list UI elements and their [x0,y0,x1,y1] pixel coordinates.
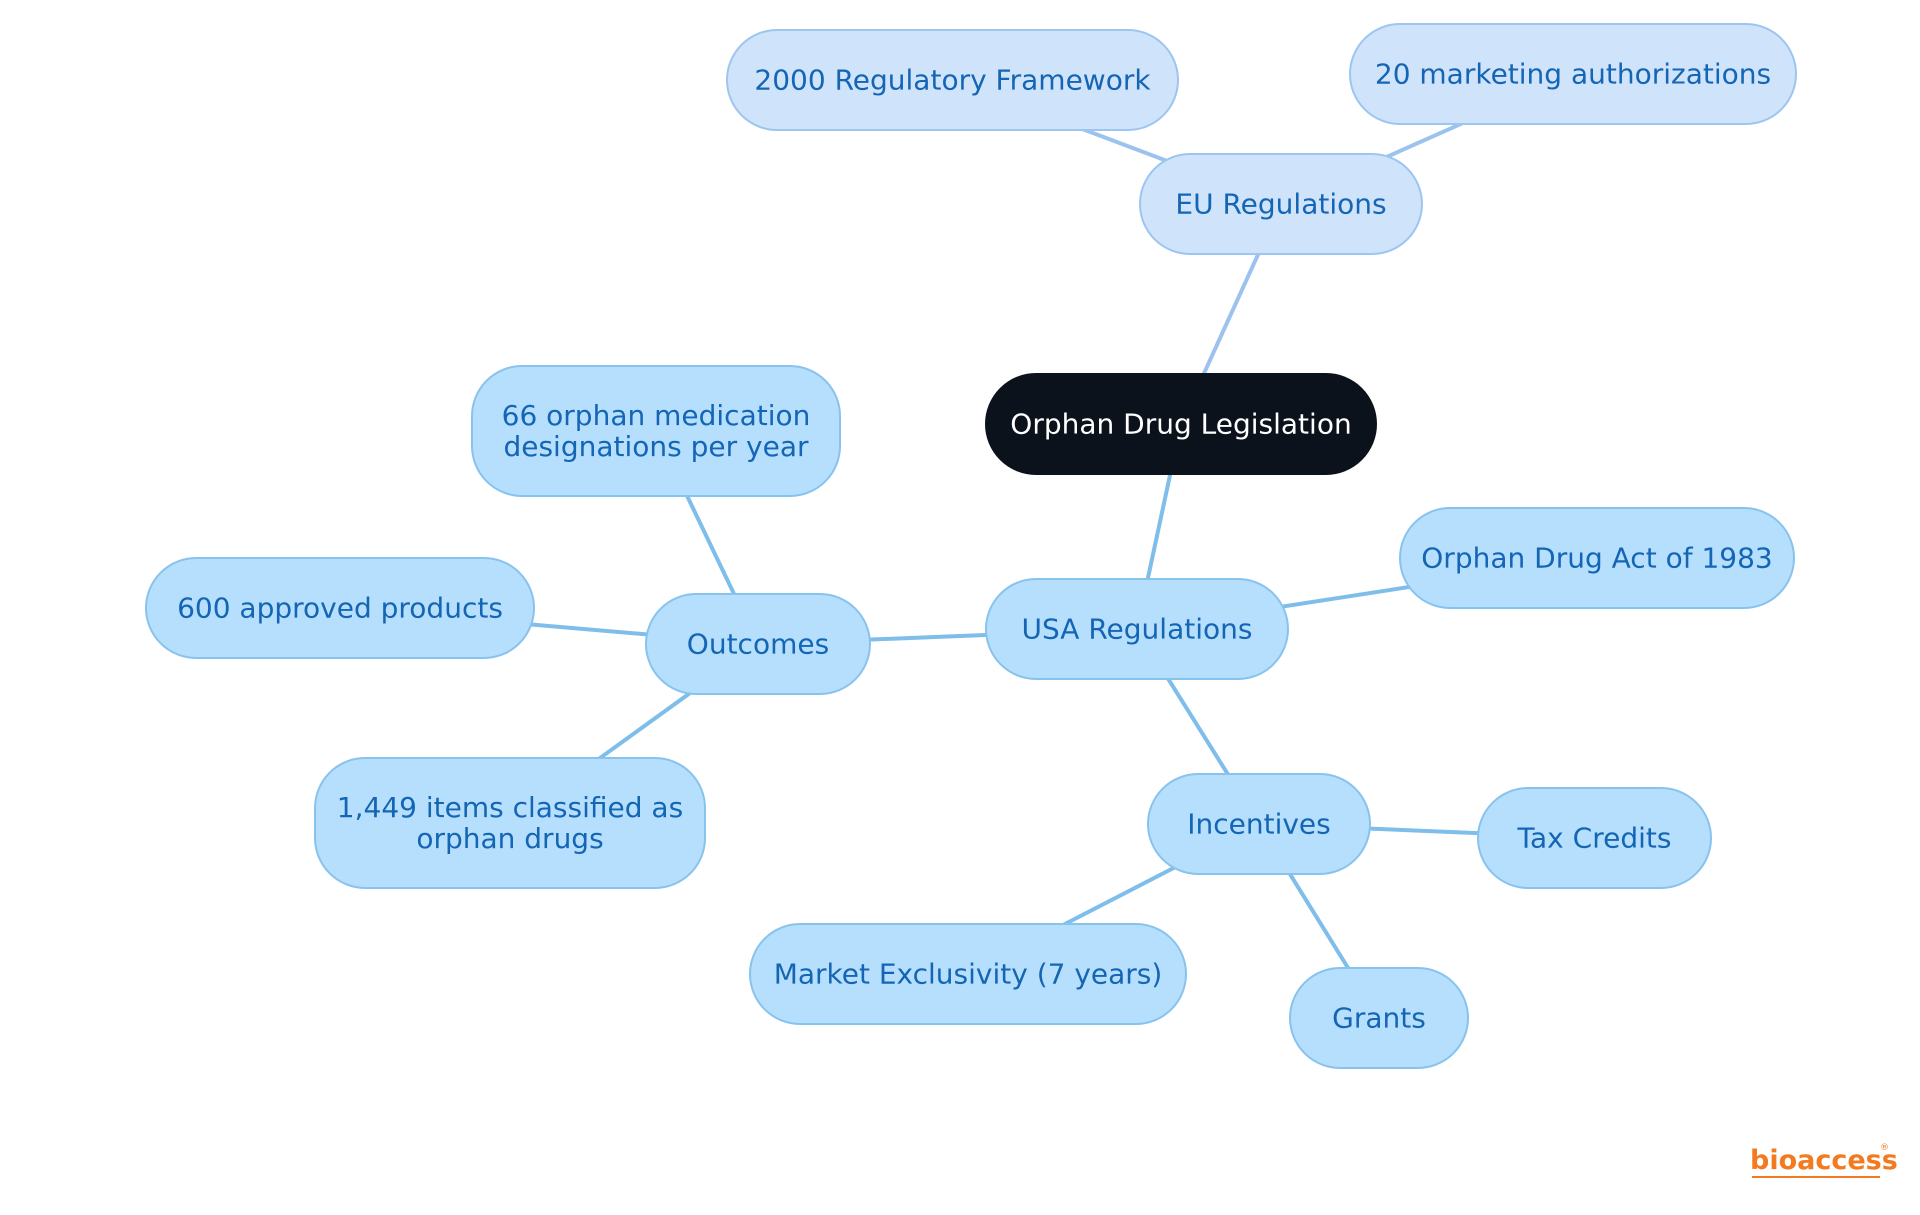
node-eu-framework: 2000 Regulatory Framework [726,29,1179,131]
node-outcomes-approved-box [145,557,535,659]
logo-registered-mark: ® [1880,1143,1889,1153]
node-eu: EU Regulations [1139,153,1423,255]
node-usa-act-box [1399,507,1795,609]
node-usa: USA Regulations [985,578,1289,680]
node-eu-framework-label: 2000 Regulatory Framework [754,64,1151,97]
node-outcomes-approved: 600 approved products [145,557,535,659]
node-eu-framework-box [726,29,1179,131]
node-outcomes-label: Outcomes [687,628,829,661]
node-usa-box [985,578,1289,680]
node-incentives-tax-label: Tax Credits [1517,822,1672,855]
node-usa-label: USA Regulations [1022,613,1253,646]
node-eu-label: EU Regulations [1175,188,1386,221]
node-incentives-grants-label: Grants [1332,1002,1426,1035]
bioaccess-logo: bioaccess ® [1750,1143,1898,1178]
node-incentives-box [1147,773,1371,875]
node-eu-authorizations-label: 20 marketing authorizations [1375,58,1771,91]
node-root: Orphan Drug Legislation [985,373,1377,475]
node-outcomes-classified-box [314,757,706,889]
node-incentives-grants-box [1289,967,1469,1069]
logo-text: bioaccess [1750,1145,1898,1176]
node-incentives-label: Incentives [1187,808,1331,841]
node-incentives-exclusivity: Market Exclusivity (7 years) [749,923,1187,1025]
node-incentives-tax-box [1477,787,1712,889]
node-incentives-tax: Tax Credits [1477,787,1712,889]
node-outcomes-classified-label-line-2: orphan drugs [416,822,603,855]
node-incentives-exclusivity-box [749,923,1187,1025]
node-root-box [985,373,1377,475]
node-eu-authorizations: 20 marketing authorizations [1349,23,1797,125]
node-outcomes-designations-box [471,365,841,497]
node-outcomes-designations-label-line-1: 66 orphan medication [502,399,811,432]
node-incentives-exclusivity-label: Market Exclusivity (7 years) [774,958,1163,991]
node-outcomes-classified-label-line-1: 1,449 items classified as [337,791,683,824]
logo-tagline [1752,1176,1880,1178]
node-incentives-grants: Grants [1289,967,1469,1069]
node-usa-act: Orphan Drug Act of 1983 [1399,507,1795,609]
node-eu-box [1139,153,1423,255]
node-incentives: Incentives [1147,773,1371,875]
node-outcomes-designations-label-line-2: designations per year [503,430,809,463]
node-outcomes-box [645,593,871,695]
node-usa-act-label: Orphan Drug Act of 1983 [1421,542,1772,575]
nodes-layer: Orphan Drug Legislation EU Regulations 200… [145,23,1797,1069]
node-outcomes-approved-label: 600 approved products [177,592,503,625]
node-outcomes: Outcomes [645,593,871,695]
node-eu-authorizations-box [1349,23,1797,125]
node-root-label: Orphan Drug Legislation [1010,408,1351,441]
